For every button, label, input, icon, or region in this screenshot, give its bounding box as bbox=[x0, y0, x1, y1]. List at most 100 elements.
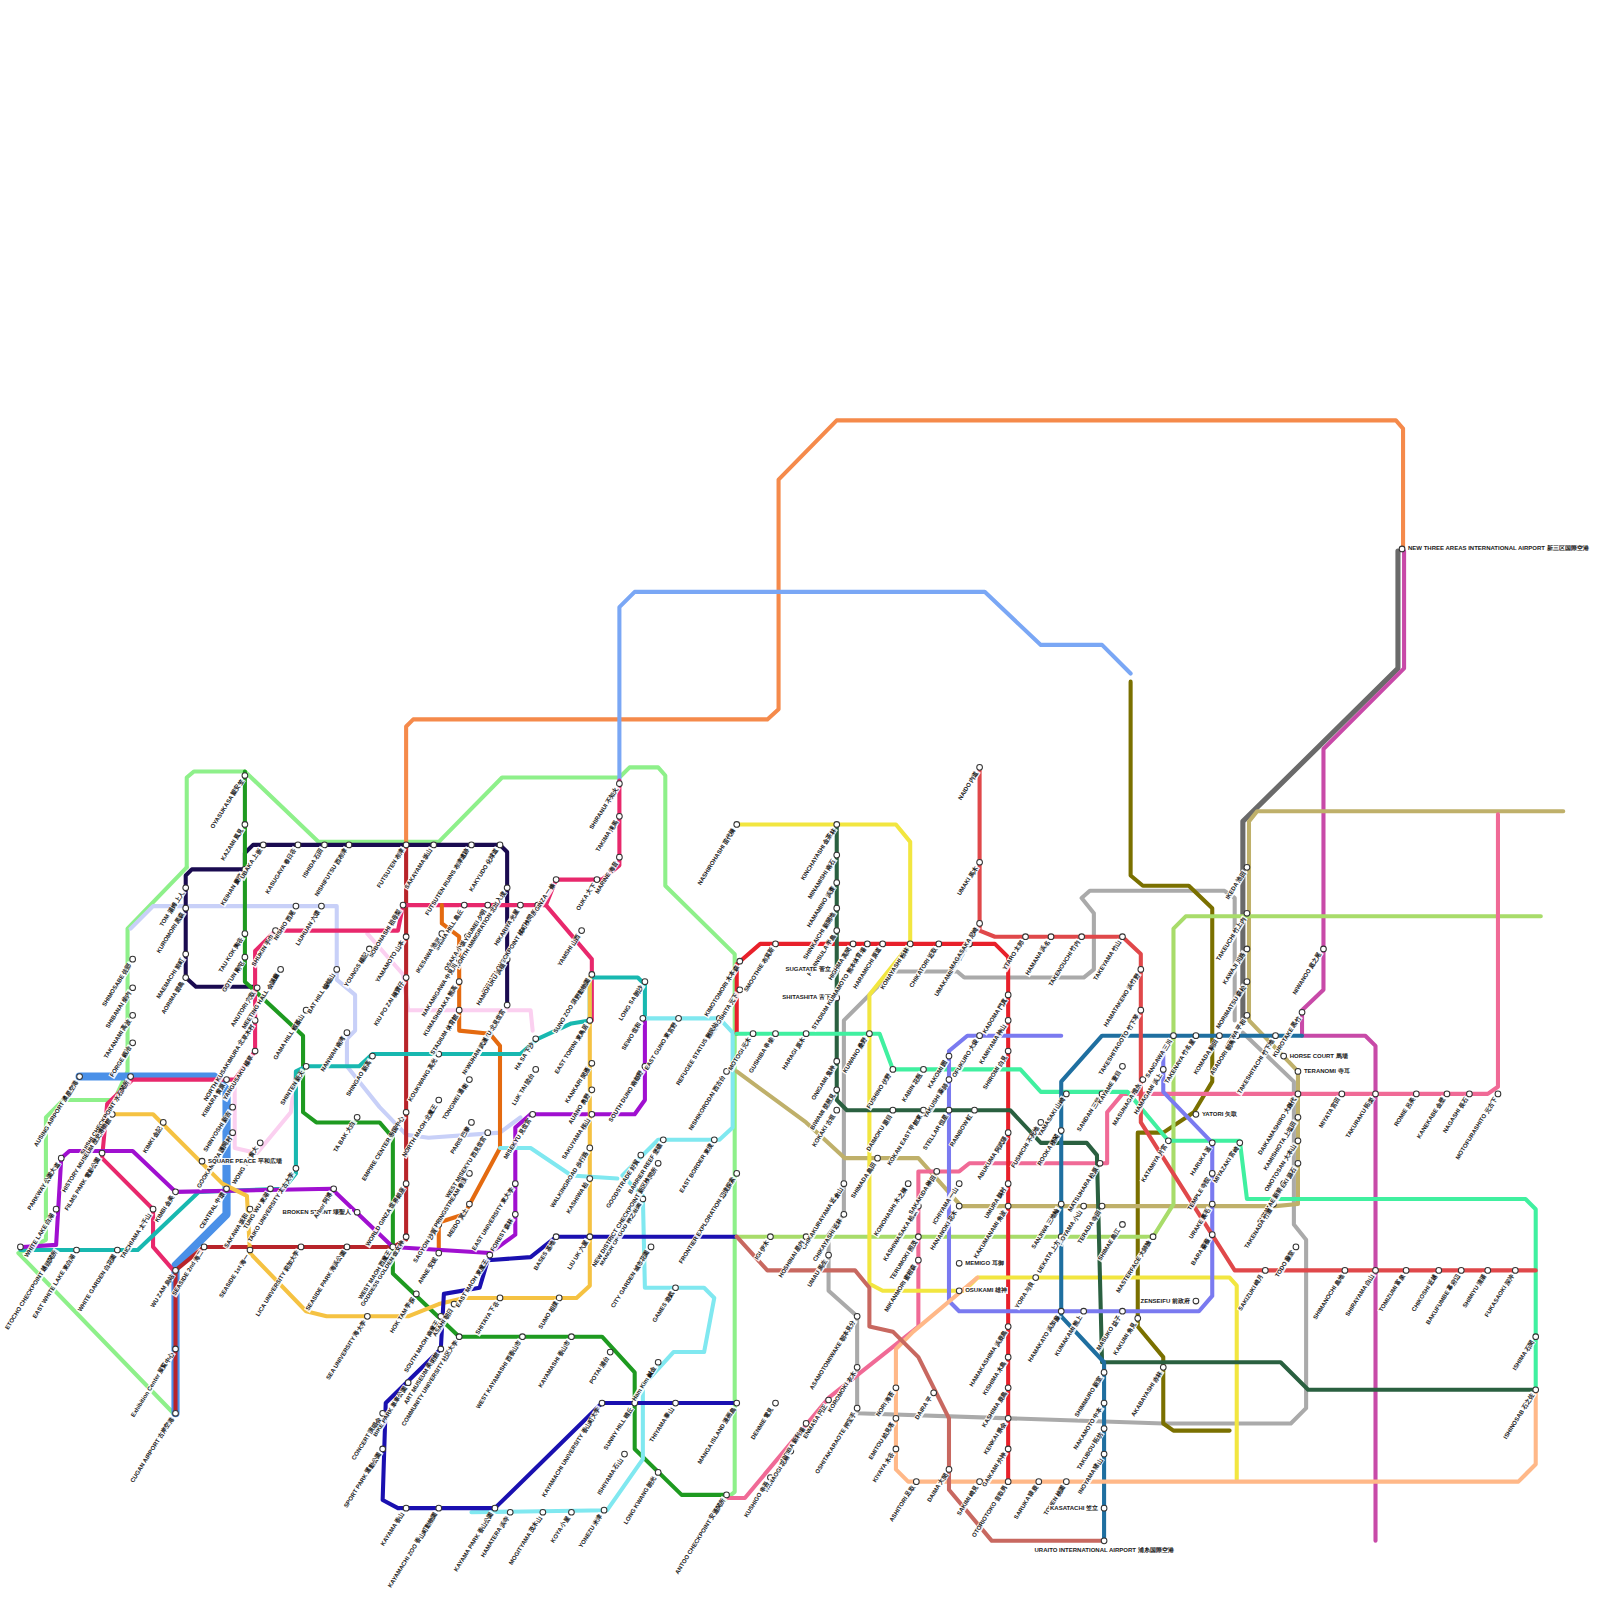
station-marker bbox=[1193, 1033, 1199, 1039]
station-marker bbox=[403, 842, 409, 848]
station-marker bbox=[589, 1111, 595, 1117]
station-marker bbox=[469, 842, 475, 848]
station-label: KAZAMI 風見 bbox=[219, 826, 246, 863]
station-marker bbox=[956, 1181, 962, 1187]
station-label: COMMUNITY UNIVERSITY 社区大学 bbox=[400, 1338, 460, 1428]
station-label: TAKEYAMA 竹山 bbox=[1092, 938, 1124, 983]
station-label: HOSHINAI 星内 bbox=[777, 1238, 807, 1280]
station-label: SPORT PARK 運動公園 bbox=[342, 1451, 383, 1511]
station-label: TAICHIAMA 太千山 bbox=[119, 1211, 154, 1261]
station-marker bbox=[913, 1479, 919, 1485]
station-marker bbox=[254, 985, 260, 991]
station-label: MAGASAKA 尼崎 bbox=[948, 925, 981, 972]
metro-line bbox=[186, 845, 507, 1005]
station-marker bbox=[854, 1405, 860, 1411]
station-label: OFUKURO 大袋 bbox=[950, 1037, 980, 1080]
station-label: KONAYASHI 粉林 bbox=[878, 945, 911, 992]
station-label: MASTERFACE 大師臉 bbox=[1115, 1238, 1154, 1295]
station-marker bbox=[512, 1211, 518, 1217]
station-label: HARAGI 原木 bbox=[780, 1035, 807, 1072]
station-marker bbox=[622, 1451, 628, 1457]
station-marker bbox=[1058, 1308, 1064, 1314]
station-label: BASES 基地 bbox=[532, 1238, 557, 1273]
station-marker bbox=[826, 1252, 832, 1258]
station-label: SEASIDE 1st 海一 bbox=[217, 1252, 251, 1300]
station-marker bbox=[1120, 934, 1126, 940]
station-label: KOYA 小屋 bbox=[549, 1514, 572, 1545]
station-marker bbox=[1193, 1298, 1199, 1304]
station-label: CENTRAL 中環 bbox=[198, 1190, 227, 1231]
metro-line bbox=[1243, 551, 1398, 1020]
station-marker bbox=[1533, 1334, 1539, 1340]
station-marker bbox=[1005, 1181, 1011, 1187]
station-marker bbox=[579, 928, 585, 934]
station-marker bbox=[533, 1036, 539, 1042]
station-label: ISHIMA 石間 bbox=[1511, 1338, 1536, 1373]
station-marker bbox=[303, 1063, 309, 1069]
station-marker bbox=[1295, 1138, 1301, 1144]
station-marker bbox=[173, 1346, 179, 1352]
station-marker bbox=[268, 1186, 274, 1192]
station-label: KABIN 花瓶 bbox=[900, 1071, 924, 1104]
station-label: GODDESS GOLDEN 金女神 bbox=[359, 1238, 407, 1309]
metro-line bbox=[471, 1018, 732, 1512]
station-label: TA BAK 大白 bbox=[332, 1119, 358, 1155]
station-marker bbox=[319, 903, 325, 909]
station-marker bbox=[1403, 1268, 1409, 1274]
station-label: SAKIZUKI 崎月 bbox=[1237, 1272, 1266, 1313]
station-marker bbox=[485, 1130, 491, 1136]
station-label: NAIDO 内道 bbox=[956, 769, 980, 802]
station-label: IKEDA 池田 bbox=[1224, 869, 1248, 902]
station-marker bbox=[601, 1507, 607, 1513]
station-label: LIU UK 六屋 bbox=[566, 1238, 591, 1272]
station-label: UBAKA 上嵌 bbox=[238, 846, 264, 881]
station-marker bbox=[130, 1012, 136, 1018]
station-label: CITY GARDEN 城市花園 bbox=[609, 1248, 651, 1310]
station-label: AKABAYASHI 赤林 bbox=[1129, 1369, 1164, 1419]
station-marker bbox=[344, 1030, 350, 1036]
station-label: TOUEN 桃園 bbox=[1042, 1483, 1067, 1518]
station-label: LIUHUAN 六環 bbox=[294, 908, 323, 948]
station-marker bbox=[834, 880, 840, 886]
station-label: YTARO 太郎 bbox=[1001, 938, 1026, 972]
station-marker bbox=[150, 1206, 156, 1212]
station-label: SHIMADA 島田 bbox=[849, 1160, 878, 1201]
station-label: MIYAZAKI 宮崎 bbox=[1211, 1144, 1240, 1185]
station-label: YATORI 矢取 bbox=[1201, 1111, 1238, 1118]
station-marker bbox=[977, 921, 983, 927]
station-marker bbox=[492, 1505, 498, 1511]
station-marker bbox=[438, 1346, 444, 1352]
station-label: Exhibition Center 展覧中心 bbox=[129, 1351, 176, 1420]
station-label: WUHAN 武漢 bbox=[464, 1035, 490, 1072]
station-marker bbox=[734, 822, 740, 828]
station-marker bbox=[128, 1074, 134, 1080]
station-label: KASATACHI 笠立 bbox=[1049, 1505, 1099, 1512]
station-label: URAITO INTERNATIONAL AIRPORT 浦糸国際空港 bbox=[1034, 1547, 1175, 1554]
station-label: HORSE COURT 馬場 bbox=[1289, 1053, 1349, 1060]
station-label: EAST BORDER 東境 bbox=[678, 1141, 715, 1195]
station-marker bbox=[1005, 1446, 1011, 1452]
station-marker bbox=[916, 1257, 922, 1263]
station-marker bbox=[1005, 1385, 1011, 1391]
station-marker bbox=[673, 1400, 679, 1406]
station-marker bbox=[773, 1031, 779, 1037]
station-label: SAKIMI 崎見 bbox=[955, 1483, 980, 1518]
station-marker bbox=[1079, 934, 1085, 940]
station-marker bbox=[1058, 1201, 1064, 1207]
station-label: SEWO 世和 bbox=[620, 1020, 644, 1053]
station-label: KAKYUDO 化球道 bbox=[467, 846, 501, 894]
station-label: SHINGAO 新高 bbox=[344, 1058, 373, 1099]
station-label: KIU PO ZAI 橋寶仔 bbox=[373, 979, 407, 1028]
station-marker bbox=[1120, 1063, 1126, 1069]
station-marker bbox=[1281, 1053, 1287, 1059]
station-marker bbox=[921, 1067, 927, 1073]
station-label: KAYAMACHI UNIVERSITY 香山町大学 bbox=[540, 1405, 603, 1499]
station-marker bbox=[1097, 1160, 1103, 1166]
station-label: TAKURAKU 拓楽 bbox=[1344, 1095, 1376, 1140]
station-marker bbox=[1081, 1308, 1087, 1314]
station-marker bbox=[456, 1007, 462, 1013]
station-marker bbox=[456, 979, 462, 985]
station-marker bbox=[1295, 1091, 1301, 1097]
station-marker bbox=[242, 931, 248, 937]
station-marker bbox=[893, 1416, 899, 1422]
